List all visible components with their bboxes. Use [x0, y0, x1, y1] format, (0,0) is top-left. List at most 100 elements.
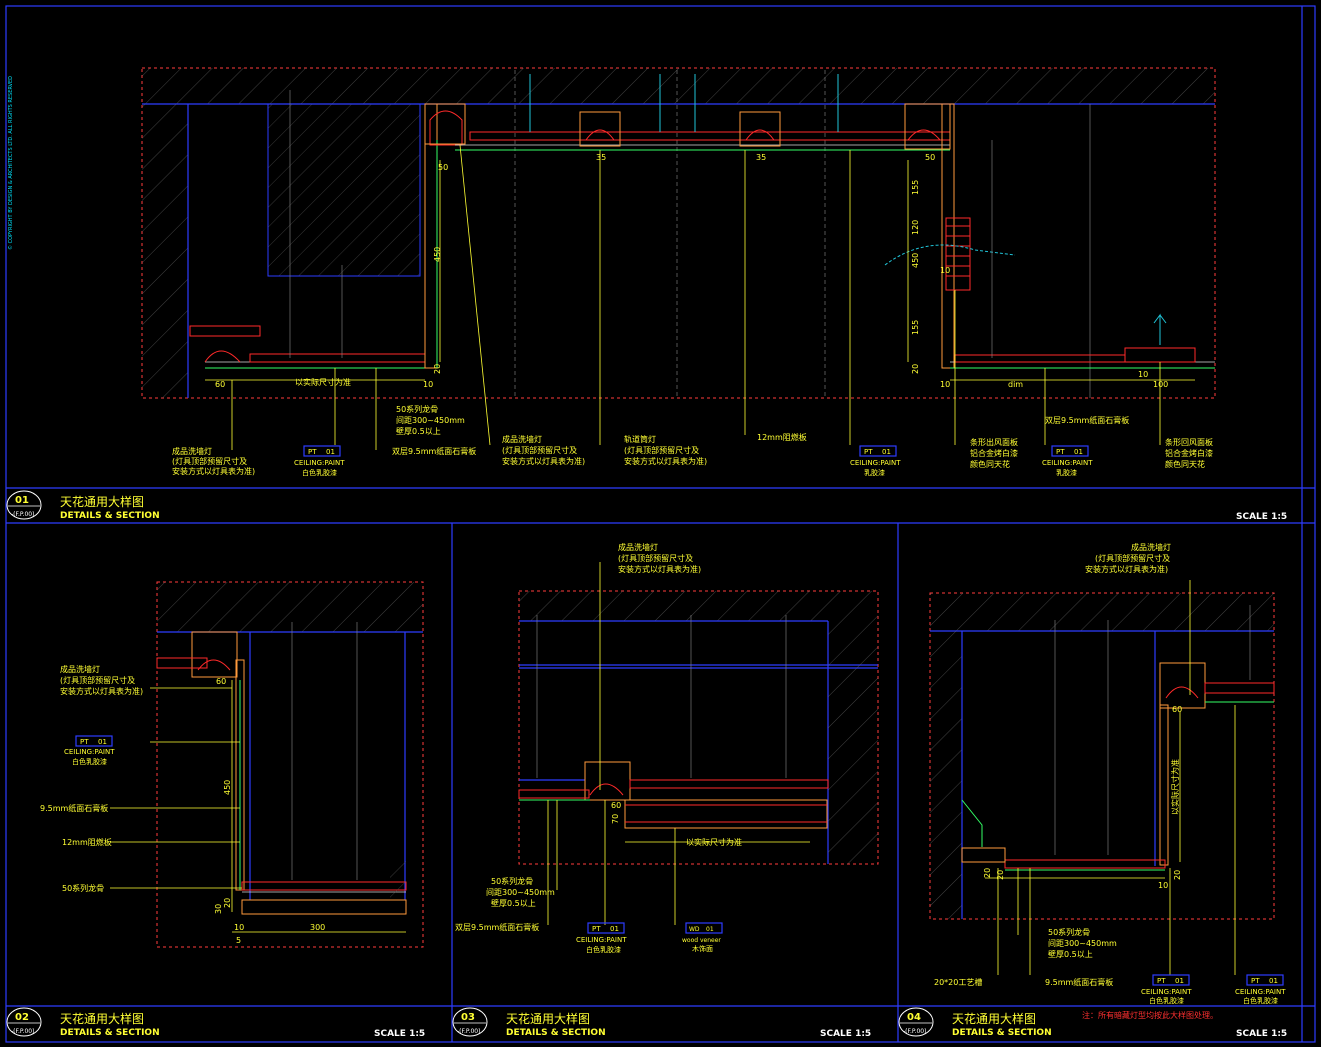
p2-dim-20: 20: [223, 898, 232, 908]
p4-dim-60: 60: [1172, 705, 1182, 714]
dim-450: 450: [433, 247, 442, 262]
p4-pt-tag-b: PT: [1251, 977, 1260, 985]
p3-wood-veneer: wood veneer: [682, 937, 721, 944]
note-return-2: 铝合金烤白漆: [1165, 448, 1213, 458]
p3-keel-2: 间距300~450mm: [486, 888, 555, 897]
detail-04-annotations: 成品洗墙灯 (灯具顶部预留尺寸及 安装方式以灯具表为准) 50系列龙骨 间距30…: [934, 542, 1286, 1005]
detail-03-dimensions: 60 70 以实际尺寸为准: [611, 801, 742, 847]
note-washer-b3: 安装方式以灯具表为准): [502, 456, 585, 466]
p3-paint: 白色乳胶漆: [586, 945, 621, 954]
p2-dim-10: 10: [234, 923, 244, 932]
panel-04-title-en: DETAILS & SECTION: [952, 1028, 1052, 1038]
detail-01-dimensions: 60 以实际尺寸为准 10 450 50 20 35 35 50 155 120…: [215, 153, 1168, 389]
panel-04-note: 注：所有暗藏灯型均按此大样图处理。: [1082, 1010, 1218, 1020]
note-board12: 12mm阻燃板: [757, 432, 807, 442]
p3-washer-1: 成品洗墙灯: [618, 542, 658, 552]
panel-03-scale: SCALE 1:5: [820, 1029, 871, 1039]
note-track-1: 轨道筒灯: [624, 434, 656, 444]
p3-ceiling: CEILING:PAINT: [576, 936, 627, 944]
p4-ceiling-b: CEILING:PAINT: [1235, 988, 1286, 996]
p3-dim-70: 70: [611, 814, 620, 824]
detail-04-dimensions: 60 以实际尺寸为准 20 20 10 20: [983, 705, 1182, 890]
detail-03-leaders: [547, 562, 676, 925]
p4-keel-2: 间距300~450mm: [1048, 939, 1117, 948]
pt-num-a: 01: [326, 448, 335, 456]
p2-washer-2: (灯具顶部预留尺寸及: [60, 675, 135, 685]
detail-01-leaders: [231, 144, 1161, 450]
panel-01-ref: -(F.P.00): [11, 511, 34, 518]
note-track-3: 安装方式以灯具表为准): [624, 456, 707, 466]
dim-10-right: 10: [940, 380, 950, 389]
panel-03-ref: -(F.P.00): [457, 1028, 480, 1035]
p3-pt-tag: PT: [592, 925, 601, 933]
note-keel-1: 50系列龙骨: [396, 404, 438, 414]
note-vent-2: 铝合金烤白漆: [970, 448, 1018, 458]
p4-keel-3: 壁厚0.5以上: [1048, 949, 1093, 959]
title-block-04: 04 -(F.P.00) 天花通用大样图 DETAILS & SECTION 注…: [898, 1007, 1287, 1039]
p3-wd-tag: WD: [689, 926, 700, 933]
panel-01-num: 01: [15, 495, 29, 506]
panel-01-title-en: DETAILS & SECTION: [60, 511, 160, 521]
note-washer-1: 成品洗墙灯: [172, 446, 212, 456]
p2-washer-3: 安装方式以灯具表为准): [60, 686, 143, 696]
note-vent-1: 条形出风面板: [970, 437, 1018, 447]
dim-155-top: 155: [911, 180, 920, 195]
copyright-text: © COPYRIGHT BY DESIGN & ARCHITECTS LTD. …: [7, 76, 14, 250]
panel-03-title-cn: 天花通用大样图: [506, 1011, 590, 1026]
ceiling-paint-b: CEILING:PAINT: [850, 459, 901, 467]
dim-35-a: 35: [596, 153, 606, 162]
pt-tag-a: PT: [308, 448, 317, 456]
p4-dim-20-c: 20: [1173, 870, 1182, 880]
title-block-02: 02 -(F.P.00) 天花通用大样图 DETAILS & SECTION S…: [6, 1007, 425, 1039]
title-block-03: 03 -(F.P.00) 天花通用大样图 DETAILS & SECTION S…: [452, 1007, 871, 1039]
panel-01-scale: SCALE 1:5: [1236, 512, 1287, 522]
p2-dim-60: 60: [216, 677, 226, 686]
dim-actual-size: 以实际尺寸为准: [295, 377, 351, 387]
p4-dim-20-b: 20: [996, 870, 1005, 880]
detail-03-section: [518, 590, 879, 865]
pt-num-b: 01: [882, 448, 891, 456]
detail-01-section: [141, 67, 1216, 399]
panel-04-ref: -(F.P.00): [903, 1028, 926, 1035]
dim-155-bottom: 155: [911, 320, 920, 335]
panel-01-title-cn: 天花通用大样图: [60, 494, 144, 509]
p4-paint-b: 白色乳胶漆: [1243, 996, 1278, 1005]
note-washer-2: (灯具顶部预留尺寸及: [172, 456, 247, 466]
panel-04-scale: SCALE 1:5: [1236, 1029, 1287, 1039]
p4-dim-10: 10: [1158, 881, 1168, 890]
detail-04-section: [929, 592, 1275, 920]
dim-10: 10: [423, 380, 433, 389]
detail-02-annotations: 成品洗墙灯 (灯具顶部预留尺寸及 安装方式以灯具表为准) PT 01 CEILI…: [40, 664, 143, 893]
dim-20-right: 20: [911, 364, 920, 374]
p3-keel-1: 50系列龙骨: [491, 876, 533, 886]
p4-keel-1: 50系列龙骨: [1048, 927, 1090, 937]
title-block-01: 01 -(F.P.00) 天花通用大样图 DETAILS & SECTION S…: [6, 490, 1287, 522]
dim-35-b: 35: [756, 153, 766, 162]
panel-03-title-en: DETAILS & SECTION: [506, 1028, 606, 1038]
p4-groove: 20*20工艺槽: [934, 977, 982, 987]
p4-washer-3: 安装方式以灯具表为准): [1085, 564, 1168, 574]
p3-pt-num: 01: [610, 925, 619, 933]
p4-paint-a: 白色乳胶漆: [1149, 996, 1184, 1005]
dim-60: 60: [215, 380, 225, 389]
note-keel-3: 壁厚0.5以上: [396, 426, 441, 436]
paint-latex-b: 乳胶漆: [864, 468, 885, 477]
p2-pt-tag: PT: [80, 738, 89, 746]
panel-02-ref: -(F.P.00): [11, 1028, 34, 1035]
p4-ceiling-a: CEILING:PAINT: [1141, 988, 1192, 996]
note-washer-b1: 成品洗墙灯: [502, 434, 542, 444]
panel-02-title-cn: 天花通用大样图: [60, 1011, 144, 1026]
dim-50-right: 50: [925, 153, 935, 162]
note-gypsum-a: 双层9.5mm纸面石膏板: [392, 446, 476, 456]
dim-120: 120: [911, 220, 920, 235]
p3-washer-3: 安装方式以灯具表为准): [618, 564, 701, 574]
panel-02-title-en: DETAILS & SECTION: [60, 1028, 160, 1038]
p4-washer-1: 成品洗墙灯: [1131, 542, 1171, 552]
detail-02-dimensions: 60 450 30 20 10 300 5: [214, 677, 325, 945]
p3-wood-cn: 木饰面: [692, 944, 713, 953]
note-return-1: 条形回风面板: [1165, 437, 1213, 447]
p3-gypsum: 双层9.5mm纸面石膏板: [455, 922, 539, 932]
paint-latex-c: 乳胶漆: [1056, 468, 1077, 477]
p2-paint: 白色乳胶漆: [72, 757, 107, 766]
